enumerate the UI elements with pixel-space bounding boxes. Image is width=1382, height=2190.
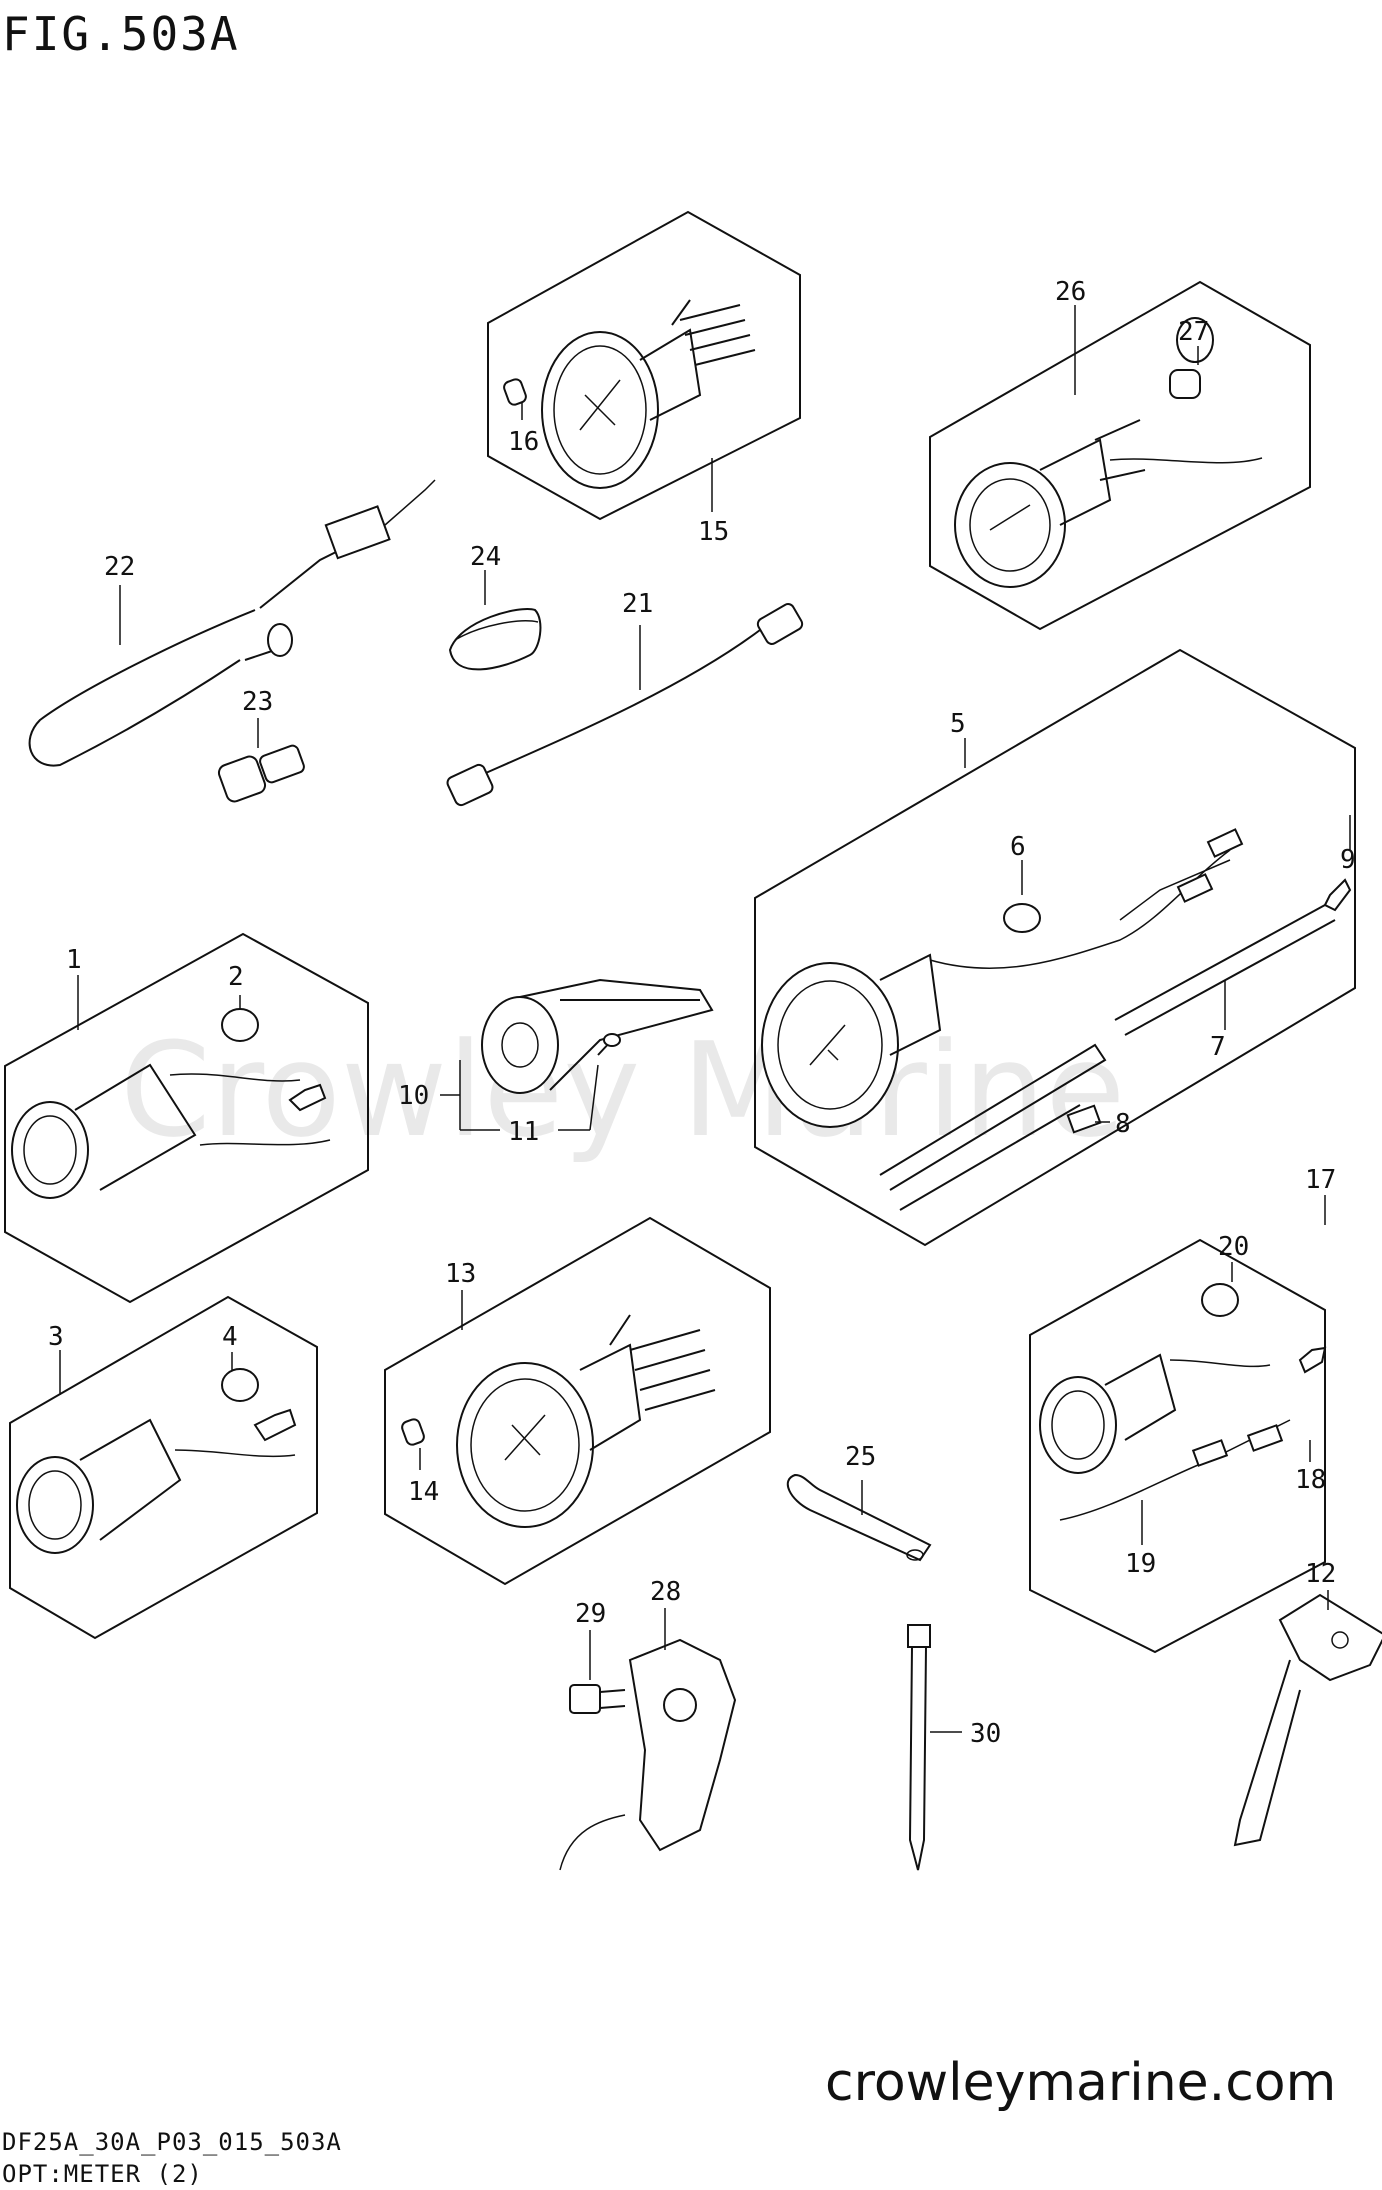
callout-2: 2 <box>228 962 244 992</box>
brand-url: crowleymarine.com <box>825 2053 1336 2113</box>
part-group-26 <box>929 280 1311 631</box>
callout-3: 3 <box>48 1322 64 1352</box>
callout-22: 22 <box>104 552 135 582</box>
part-28-bracket <box>559 1638 737 1871</box>
callout-26: 26 <box>1055 277 1086 307</box>
part-21-extension-cable <box>446 603 804 807</box>
callout-28: 28 <box>650 1577 681 1607</box>
callout-14: 14 <box>408 1477 439 1507</box>
part-group-1 <box>4 932 369 1304</box>
callout-16: 16 <box>508 427 539 457</box>
callout-10: 10 <box>398 1081 429 1111</box>
callout-12: 12 <box>1305 1559 1336 1589</box>
callout-11: 11 <box>508 1117 539 1147</box>
callout-18: 18 <box>1295 1465 1326 1495</box>
callout-9: 9 <box>1340 845 1356 875</box>
part-10-holder <box>481 978 714 1094</box>
figure-section: OPT:METER (2) <box>2 2160 203 2185</box>
part-group-5 <box>754 648 1356 1247</box>
figure-title: FIG.503A <box>2 7 240 61</box>
callout-29: 29 <box>575 1599 606 1629</box>
part-23-connector <box>217 744 305 803</box>
callout-24: 24 <box>470 542 501 572</box>
callout-20: 20 <box>1218 1232 1249 1262</box>
callout-25: 25 <box>845 1442 876 1472</box>
part-group-17 <box>1029 1238 1327 1654</box>
part-25-strap <box>786 1473 932 1562</box>
part-24-grommet <box>448 608 542 671</box>
part-29-bolt <box>569 1684 626 1714</box>
callout-7: 7 <box>1210 1032 1226 1062</box>
callout-27: 27 <box>1178 317 1209 347</box>
callout-8: 8 <box>1115 1109 1131 1139</box>
part-group-15 <box>487 210 801 521</box>
part-12-bracket <box>1233 1593 1382 1847</box>
callout-6: 6 <box>1010 832 1026 862</box>
part-11-screw <box>597 1033 621 1056</box>
watermark-text: Crowley Marine <box>120 1014 1125 1166</box>
callout-4: 4 <box>222 1322 238 1352</box>
callout-30: 30 <box>970 1719 1001 1749</box>
callout-1: 1 <box>66 945 82 975</box>
figure-code: DF25A_30A_P03_015_503A <box>2 2128 342 2156</box>
part-30-cable-tie <box>907 1624 931 1871</box>
callout-23: 23 <box>242 687 273 717</box>
part-22-cable <box>28 479 436 767</box>
callout-21: 21 <box>622 589 653 619</box>
callout-19: 19 <box>1125 1549 1156 1579</box>
callout-13: 13 <box>445 1259 476 1289</box>
part-group-3 <box>9 1295 318 1640</box>
callout-15: 15 <box>698 517 729 547</box>
callout-17: 17 <box>1305 1165 1336 1195</box>
callout-5: 5 <box>950 709 966 739</box>
part-group-13 <box>384 1216 771 1586</box>
